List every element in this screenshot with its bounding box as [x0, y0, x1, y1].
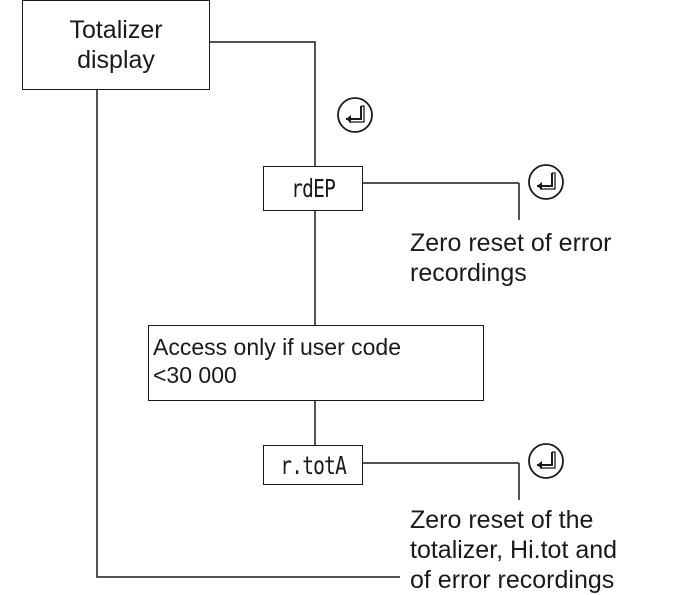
enter-key-icon — [337, 97, 373, 133]
totalizer-display-line1: Totalizer — [69, 16, 163, 44]
note-totalizer-line2: totalizer, Hi.tot and — [410, 536, 618, 564]
rdep-box: rdEP — [263, 166, 363, 211]
connector-start-to-main — [209, 41, 316, 170]
connector-start-to-totalizer-note — [96, 90, 400, 578]
rtota-label: r.totA — [280, 450, 347, 480]
note-error-line2: recordings — [410, 259, 527, 287]
note-error-line1: Zero reset of error — [410, 229, 612, 257]
note-totalizer-line3: of error recordings — [410, 566, 615, 594]
note-totalizer-line1: Zero reset of the — [410, 506, 594, 534]
note-error-reset: Zero reset of error recordings — [410, 228, 611, 288]
access-condition-box: Access only if user code <30 000 — [148, 325, 484, 401]
rdep-label: rdEP — [291, 174, 336, 203]
access-condition-line1: Access only if user code — [153, 334, 402, 360]
enter-key-icon — [528, 164, 564, 200]
note-totalizer-reset: Zero reset of the totalizer, Hi.tot and … — [410, 505, 617, 595]
totalizer-display-line2: display — [77, 46, 155, 74]
totalizer-display-box: Totalizer display — [22, 0, 210, 90]
enter-key-icon — [528, 443, 564, 479]
rtota-box: r.totA — [263, 445, 363, 485]
access-condition-line2: <30 000 — [153, 362, 237, 388]
